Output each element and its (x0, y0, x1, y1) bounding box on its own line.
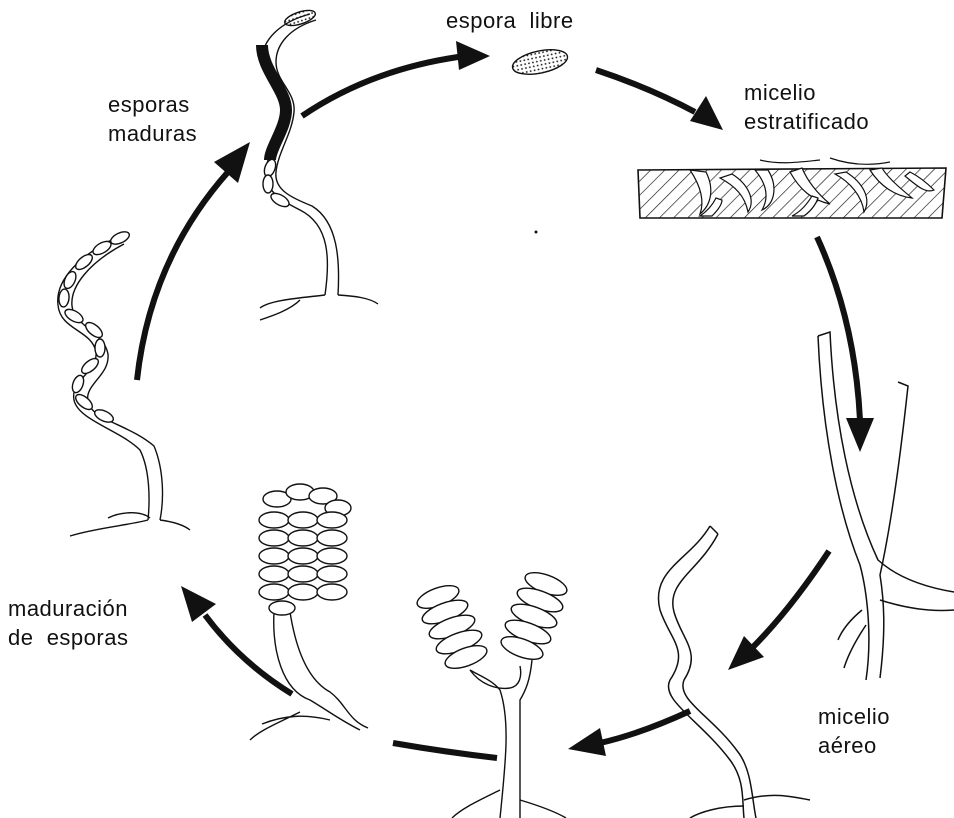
label-free-spore: espora libre (446, 6, 574, 35)
label-mature-spores: esporas maduras (108, 90, 197, 148)
branching-hypha-icon (818, 332, 954, 680)
mature-chain-icon (260, 7, 378, 320)
spore-cluster-icon (250, 484, 368, 740)
arrow-aerial-to-coiling (568, 711, 690, 756)
stray-dot (535, 231, 538, 234)
maturing-chain-icon (58, 229, 190, 536)
label-spore-maturation: maduración de esporas (8, 594, 128, 652)
stratified-mycelium-icon (638, 158, 946, 218)
arrow-mature-to-free (302, 41, 490, 116)
arrow-coiling-to-chains (393, 743, 497, 758)
arrow-to-mature-spores (137, 142, 250, 380)
arrow-to-aerial-mycelium (728, 551, 829, 670)
label-stratified-mycelium: micelio estratificado (744, 78, 869, 136)
label-aerial-mycelium: micelio aéreo (818, 702, 890, 760)
arrow-free-to-stratified (596, 70, 723, 130)
free-spore-icon (510, 45, 569, 78)
coiling-chains-icon (414, 568, 570, 818)
aerial-mycelium-icon (658, 526, 810, 818)
